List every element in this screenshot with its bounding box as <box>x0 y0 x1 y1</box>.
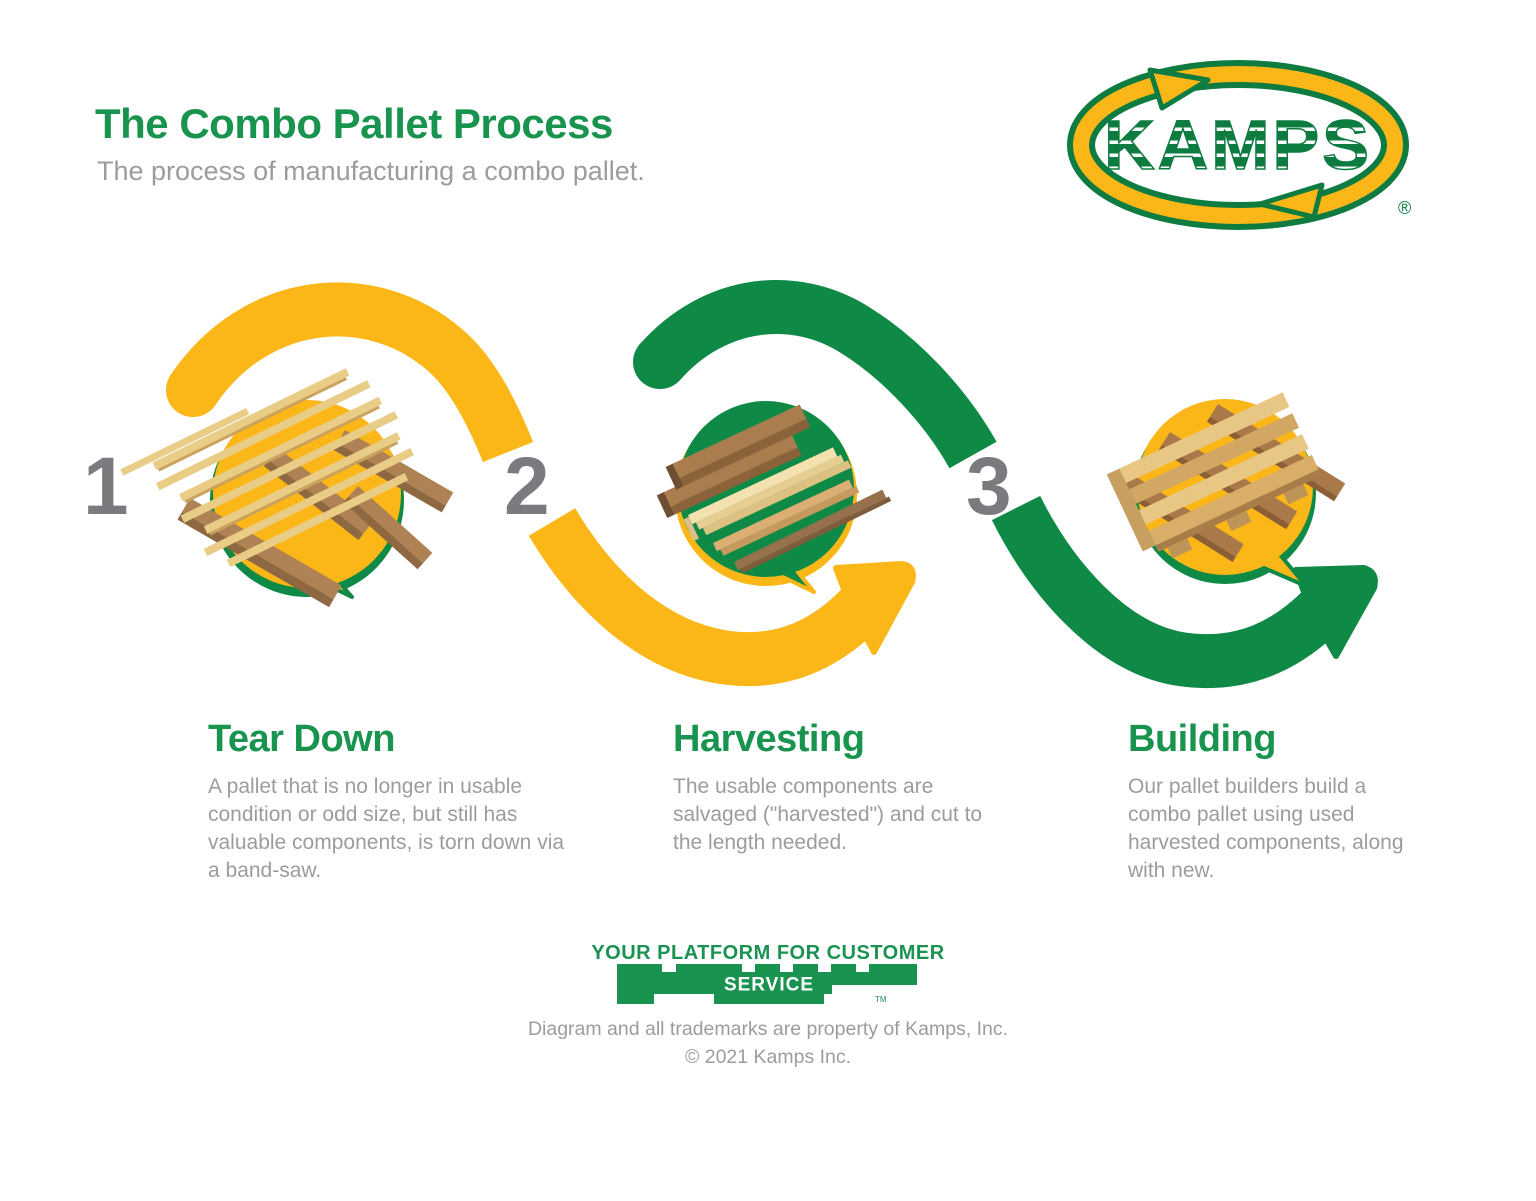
kamps-wordmark: KAMPS <box>1104 106 1372 184</box>
footer-tagline: YOUR PLATFORM FOR CUSTOMER <box>591 942 945 964</box>
step3-icon-built-pallet <box>1106 392 1346 562</box>
pallet-deck <box>1106 392 1322 559</box>
green-arrowhead-icon <box>1293 565 1378 659</box>
step1-icon-teardown-pallet <box>120 368 454 608</box>
harvest-tan-stack <box>713 479 860 556</box>
service-pallet-logo: SERVICE TM <box>0 964 1536 1008</box>
teardown-beam <box>343 486 433 570</box>
service-label: SERVICE <box>724 975 814 996</box>
step3-description: Our pallet builders build a combo pallet… <box>1128 775 1404 882</box>
kamps-logo: KAMPS ® <box>1067 60 1411 230</box>
logo-top-arrowhead-icon <box>1147 67 1211 111</box>
yellow-swoosh-arrow <box>166 282 916 687</box>
yellow-arrowhead-icon <box>833 561 916 655</box>
service-pallet-logo-svg: SERVICE TM <box>617 964 917 1004</box>
pallet-silhouette <box>617 964 917 1004</box>
teardown-planks <box>120 368 414 568</box>
step2-description: The usable components are salvaged ("har… <box>673 775 983 854</box>
footer-copyright: © 2021 Kamps Inc. <box>684 1046 852 1068</box>
step3-title: Building <box>1128 718 1276 760</box>
step2-text-block: Harvesting The usable components are sal… <box>673 718 993 857</box>
step1-title: Tear Down <box>208 718 395 760</box>
step3-text-block: Building Our pallet builders build a com… <box>1128 718 1428 885</box>
harvest-cream-stack <box>683 447 852 542</box>
step1-description: A pallet that is no longer in usable con… <box>208 775 565 882</box>
step1-number: 1 <box>83 441 129 532</box>
page-title: The Combo Pallet Process <box>95 100 613 147</box>
footer-disclaimer: Diagram and all trademarks are property … <box>527 1018 1009 1040</box>
service-trademark: TM <box>875 995 887 1004</box>
harvest-dark-plank <box>734 489 892 574</box>
kamps-logo-ellipse-arrows <box>1067 60 1409 230</box>
logo-bottom-arrowhead-icon <box>1257 182 1325 220</box>
step3-number: 3 <box>966 441 1012 532</box>
step2-icon-harvested-boards <box>656 404 892 574</box>
harvest-beams <box>656 404 811 519</box>
page-subtitle: The process of manufacturing a combo pal… <box>97 156 645 186</box>
green-swoosh-arrow <box>633 280 1378 689</box>
step2-title: Harvesting <box>673 718 865 760</box>
step2-number: 2 <box>504 441 550 532</box>
step1-text-block: Tear Down A pallet that is no longer in … <box>208 718 576 885</box>
registered-mark: ® <box>1398 198 1411 218</box>
